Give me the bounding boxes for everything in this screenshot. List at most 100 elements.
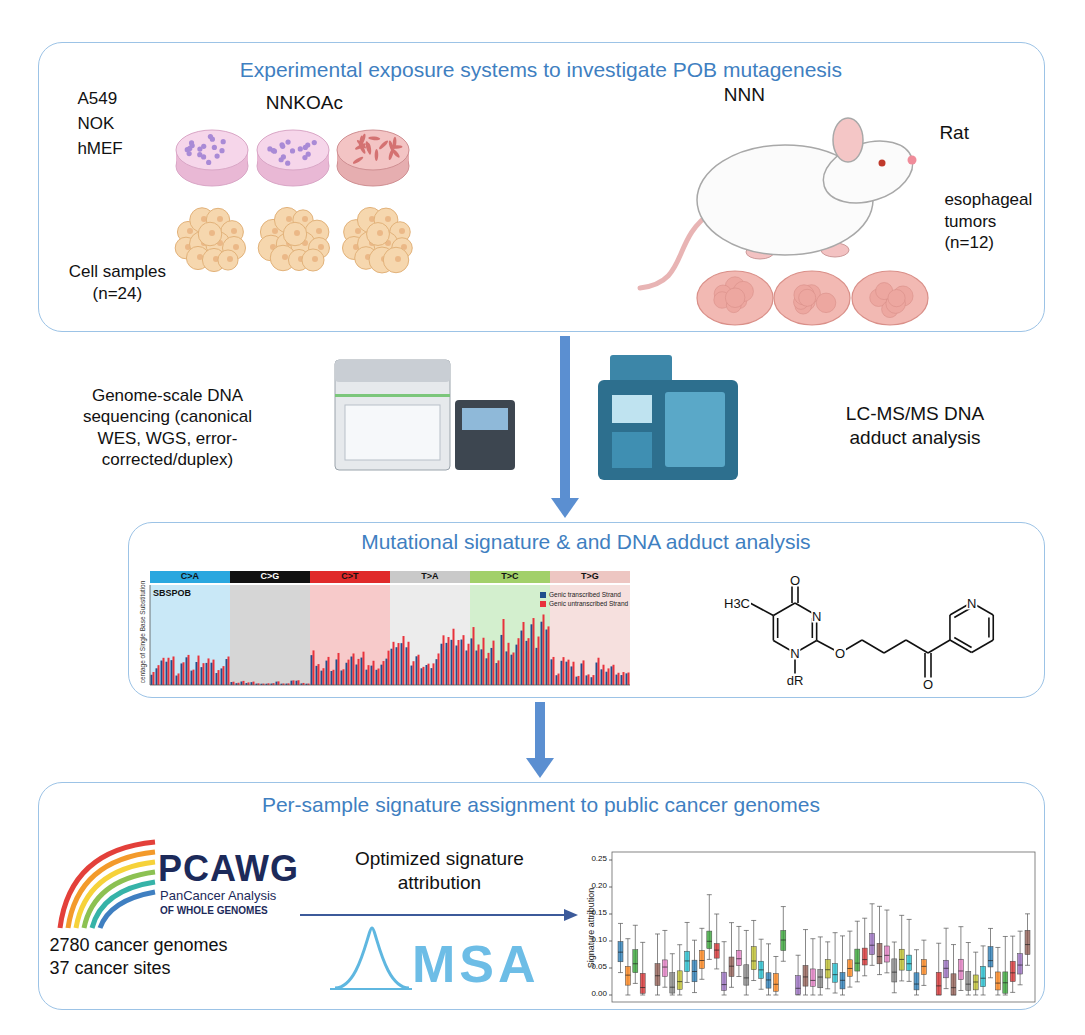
box — [766, 973, 771, 988]
bond — [992, 615, 994, 640]
signature-bar — [313, 650, 315, 685]
median-line — [870, 945, 875, 946]
group-header — [310, 571, 390, 583]
axis-tick — [609, 914, 612, 915]
signature-bar — [608, 668, 610, 685]
signature-bar — [478, 644, 480, 685]
bond — [906, 640, 928, 653]
tumor — [774, 271, 850, 325]
box — [722, 972, 727, 990]
cell-nucleus — [217, 216, 223, 222]
signature-bar — [368, 665, 370, 685]
signature-bar — [543, 614, 545, 685]
box — [1010, 961, 1015, 981]
whisker-cap — [796, 955, 801, 956]
signature-bar — [551, 659, 553, 685]
median-line — [981, 978, 986, 979]
whisker-cap — [907, 981, 912, 982]
box — [966, 972, 971, 991]
bond — [949, 615, 951, 640]
median-line — [729, 966, 734, 967]
signature-bar — [446, 643, 448, 685]
whisker-cap — [862, 918, 867, 919]
whisker — [886, 910, 887, 973]
box — [759, 961, 764, 978]
bond — [773, 603, 795, 616]
whisker-cap — [1025, 913, 1030, 914]
signature-bar — [616, 675, 618, 685]
whisker-cap — [862, 975, 867, 976]
whisker-cap — [618, 923, 623, 924]
signature-bar — [461, 640, 463, 685]
signature-bar — [291, 681, 293, 685]
panel-title: Mutational signature & and DNA adduct an… — [127, 529, 1044, 555]
whisker-cap — [1003, 936, 1008, 937]
signature-bar — [431, 668, 433, 685]
median-line — [692, 971, 697, 972]
signature-bar — [351, 657, 353, 685]
whisker-cap — [921, 985, 926, 986]
box — [810, 969, 815, 986]
signature-bar — [311, 655, 313, 685]
whisker-cap — [773, 995, 778, 996]
signature-bar — [156, 668, 158, 685]
whisker-cap — [707, 959, 712, 960]
signature-bar — [208, 658, 210, 685]
signature-bar — [491, 648, 493, 685]
signature-bar — [628, 673, 630, 685]
signature-bar — [406, 647, 408, 685]
whisker-cap — [722, 995, 727, 996]
cell-dot — [279, 157, 284, 162]
sequencer — [335, 360, 515, 470]
signature-bar — [471, 638, 473, 685]
whisker-cap — [736, 926, 741, 927]
group-background — [390, 585, 470, 685]
whisker-cap — [847, 987, 852, 988]
whisker-cap — [751, 920, 756, 921]
fibroblast — [375, 149, 379, 161]
whisker-cap — [951, 944, 956, 945]
cell — [218, 250, 238, 270]
whisker-cap — [870, 965, 875, 966]
signature-bar — [533, 618, 535, 685]
box — [751, 947, 756, 970]
whisker-cap — [884, 910, 889, 911]
flow-arrow — [526, 702, 554, 778]
signature-bar — [218, 670, 220, 685]
signature-bar — [358, 659, 360, 685]
atom-label: N — [811, 609, 822, 622]
median-line — [751, 960, 756, 961]
signature-bar — [421, 668, 423, 685]
signature-bar — [488, 653, 490, 685]
whisker — [901, 915, 902, 981]
signature-bar — [151, 675, 153, 685]
arrow-shaft — [535, 702, 545, 760]
box — [847, 960, 852, 976]
box — [921, 960, 926, 975]
signature-bar — [601, 669, 603, 685]
group-label: T>G — [550, 571, 630, 583]
whisker-cap — [1018, 931, 1023, 932]
signature-bar — [213, 660, 215, 685]
median-line — [855, 963, 860, 964]
bond — [884, 640, 906, 653]
whisker-cap — [803, 929, 808, 930]
signature-bar — [413, 661, 415, 685]
box — [781, 930, 786, 950]
atom-label: dR — [786, 674, 805, 687]
whisker-cap — [870, 903, 875, 904]
signature-bar — [578, 676, 580, 685]
tumor — [697, 271, 773, 325]
signature-bar — [576, 677, 578, 685]
whisker-cap — [907, 919, 912, 920]
box — [958, 959, 963, 979]
median-line — [862, 959, 867, 960]
whisker-cap — [699, 979, 704, 980]
signature-bar — [443, 635, 445, 685]
signature-bar — [201, 667, 203, 685]
median-line — [781, 940, 786, 941]
signature-bar — [233, 682, 235, 685]
panel-text: A549 NOK hMEF — [77, 87, 139, 161]
signature-bar — [553, 657, 555, 685]
median-line — [618, 952, 623, 953]
